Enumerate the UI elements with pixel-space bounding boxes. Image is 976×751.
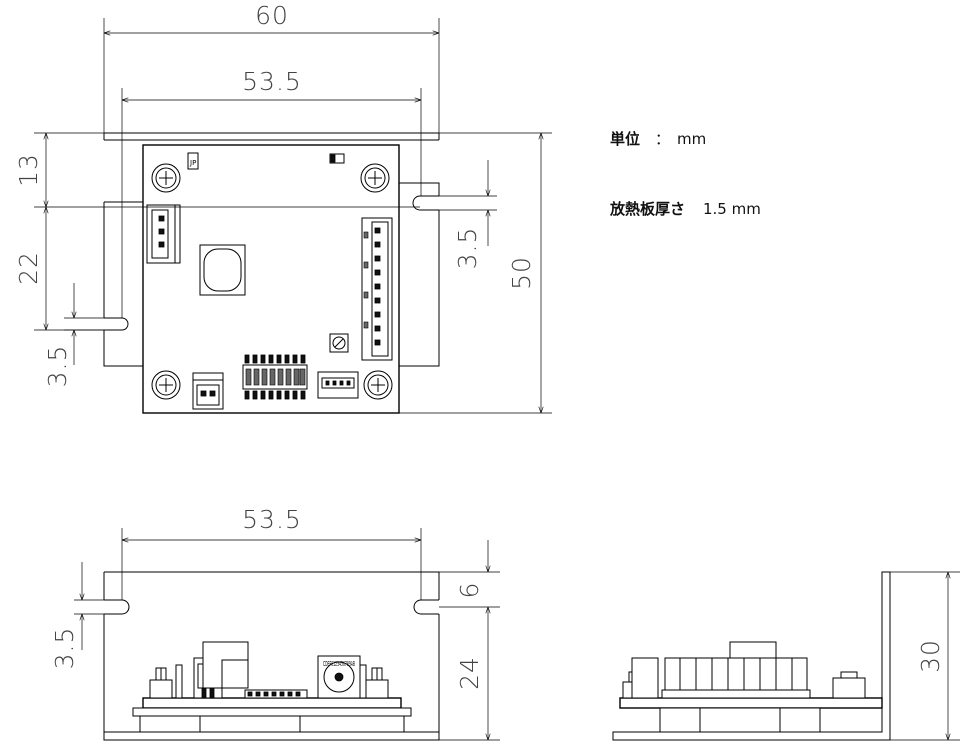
dip-switch	[242, 354, 308, 400]
rotary-digits: CDEF0123456789AB	[323, 660, 355, 668]
dim-slot-left: 3.5	[43, 345, 72, 388]
unit-value: mm	[677, 130, 706, 148]
board-spacer	[132, 707, 412, 717]
screw-icon	[363, 370, 393, 400]
board-bottom	[139, 715, 405, 733]
top-view: JP	[14, 1, 552, 414]
small-component	[359, 664, 367, 699]
screw-icon	[151, 370, 181, 400]
small-component	[175, 664, 183, 699]
screw-icon	[149, 667, 173, 699]
small-component	[329, 153, 345, 164]
dim-front-height: 24	[455, 656, 484, 690]
notes: 単位 ： mm 放熱板厚さ 1.5 mm	[609, 130, 761, 218]
main-chip-front	[202, 641, 249, 689]
mount-slot-left	[104, 599, 130, 615]
unit-separator: ：	[655, 130, 670, 148]
rotary-switch: CDEF0123456789AB	[317, 655, 361, 699]
dim-front-mount-width: 53.5	[242, 505, 302, 534]
mount-slot-right	[413, 599, 439, 615]
screw-icon	[360, 163, 390, 193]
connector-left	[146, 204, 181, 264]
dim-slot-right: 3.5	[453, 227, 482, 270]
dim-side-height: 30	[916, 639, 945, 673]
thickness-label: 放熱板厚さ	[609, 200, 685, 218]
dim-mount-width: 53.5	[242, 67, 302, 96]
small-connector	[317, 371, 359, 399]
dip-switch-front	[244, 689, 308, 699]
screw-icon	[832, 671, 866, 699]
power-connector	[192, 372, 224, 410]
connector-right	[361, 217, 393, 361]
side-view: 30	[612, 571, 960, 741]
pcb-board-side	[619, 697, 883, 709]
jumper-label: JP	[189, 159, 196, 167]
dim-front-top-gap: 6	[455, 582, 484, 599]
board-spacer-side	[659, 707, 821, 733]
small-component-pad	[330, 154, 336, 163]
connector-side	[631, 641, 811, 699]
trimmer-potentiometer	[329, 333, 349, 353]
thickness-value: 1.5 mm	[703, 200, 761, 218]
screw-icon	[365, 667, 389, 699]
dim-top-offset: 13	[14, 153, 43, 187]
jumper-jp: JP	[187, 152, 199, 170]
main-chip	[199, 244, 246, 296]
heatsink-plate-outline	[103, 132, 440, 367]
screw-icon	[151, 163, 181, 193]
dim-mount-pitch: 22	[14, 251, 43, 285]
front-view: CDEF0123456789AB 53.5 3.5 6 24	[50, 505, 500, 741]
dim-overall-height: 50	[507, 256, 536, 290]
unit-label: 単位	[610, 130, 640, 148]
pcb-board-front	[142, 697, 402, 709]
dim-front-slot: 3.5	[50, 627, 79, 670]
dim-overall-width: 60	[255, 1, 289, 30]
